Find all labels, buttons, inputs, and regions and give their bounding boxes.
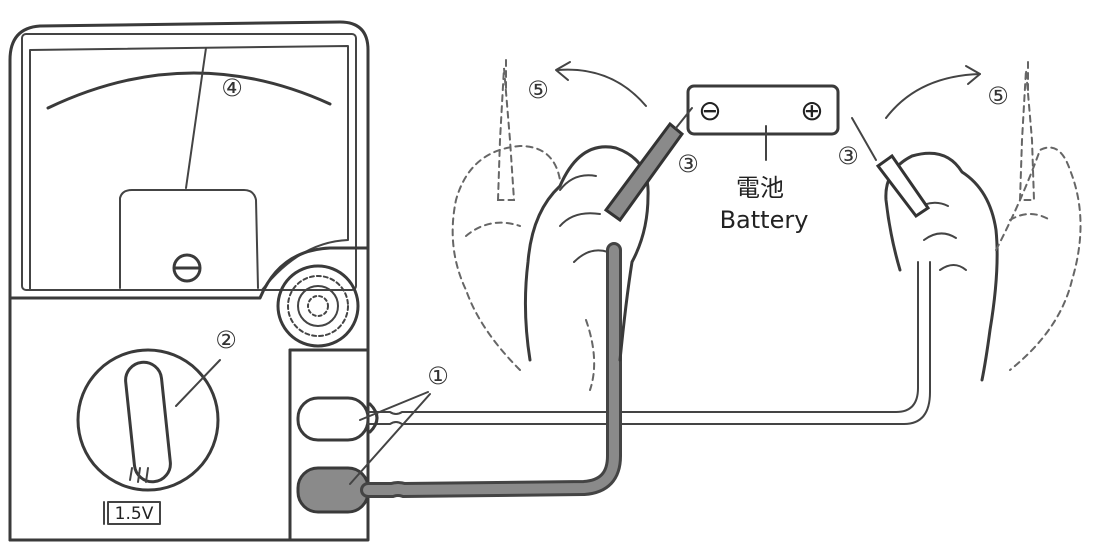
left-probe-swing-outline xyxy=(496,59,516,201)
callout-swing-right: ⑤ xyxy=(987,82,1009,110)
positive-jack[interactable] xyxy=(296,396,370,442)
left-swing-arrow-icon xyxy=(555,61,647,107)
callout-probe-left: ③ xyxy=(677,150,699,178)
right-hand-swing-outline xyxy=(995,146,1082,371)
left-hand-swing-outline xyxy=(451,144,596,391)
battery-label-en: Battery xyxy=(720,206,809,234)
black-probe[interactable] xyxy=(603,107,693,223)
battery: ⊖ ⊕ xyxy=(686,84,840,161)
callout-needle: ④ xyxy=(221,74,243,102)
battery-minus-terminal: ⊖ xyxy=(698,94,721,127)
right-swing-arrow-icon xyxy=(885,65,981,119)
battery-label-jp: 電池 xyxy=(736,174,784,202)
right-hand xyxy=(884,151,999,382)
red-test-lead[interactable] xyxy=(367,261,931,434)
red-probe[interactable] xyxy=(851,117,931,219)
battery-plus-terminal: ⊕ xyxy=(800,94,823,127)
range-label-box: 1.5V xyxy=(103,501,161,525)
zero-adjust-screw-icon[interactable] xyxy=(172,253,202,283)
meter-scale-arc xyxy=(46,71,332,110)
needle xyxy=(185,47,207,189)
callout-range-switch: ② xyxy=(215,326,237,354)
left-hand xyxy=(523,145,650,362)
multimeter: 1.5V xyxy=(8,20,370,542)
range-selector-dial[interactable] xyxy=(76,348,220,492)
range-label: 1.5V xyxy=(115,504,154,524)
right-probe-swing-outline xyxy=(1018,61,1036,201)
black-test-lead[interactable] xyxy=(360,242,622,499)
meter-mechanism xyxy=(119,189,259,289)
zero-ohm-knob[interactable] xyxy=(276,264,360,348)
callout-swing-left: ⑤ xyxy=(527,76,549,104)
callout-lead-pins: ① xyxy=(427,362,449,390)
callout-probe-right: ③ xyxy=(837,142,859,170)
